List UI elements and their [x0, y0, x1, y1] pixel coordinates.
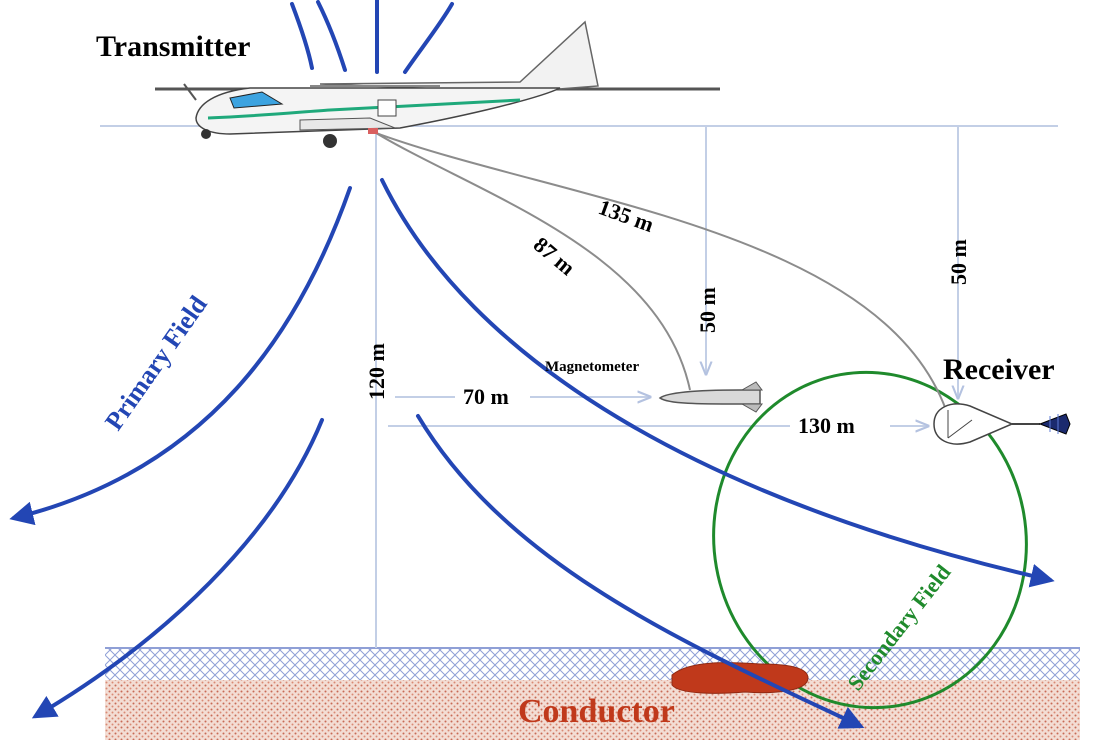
distance-135: 135 m: [595, 194, 657, 237]
primary-field-lines: [9, 0, 1055, 729]
distance-70: 70 m: [463, 384, 509, 409]
magnetometer-icon: [658, 381, 763, 413]
receiver-label: Receiver: [943, 353, 1055, 386]
distance-50-receiver: 50 m: [946, 239, 971, 285]
guide-lines: [100, 125, 1058, 648]
soil-layer: [105, 680, 1080, 740]
conductor-label: Conductor: [518, 693, 675, 730]
distance-50-magnetometer: 50 m: [695, 287, 720, 333]
distance-130: 130 m: [798, 413, 855, 438]
magnetometer-label: Magnetometer: [545, 359, 639, 375]
transmitter-label: Transmitter: [96, 30, 250, 63]
secondary-field-loop: [712, 370, 1028, 710]
ground-surface-hatch: [105, 648, 1080, 680]
receiver-icon: [933, 403, 1071, 445]
distance-120: 120 m: [364, 343, 389, 400]
primary-field-label: Primary Field: [99, 290, 213, 435]
tow-cables: [375, 132, 947, 411]
aircraft-icon: [155, 20, 720, 148]
